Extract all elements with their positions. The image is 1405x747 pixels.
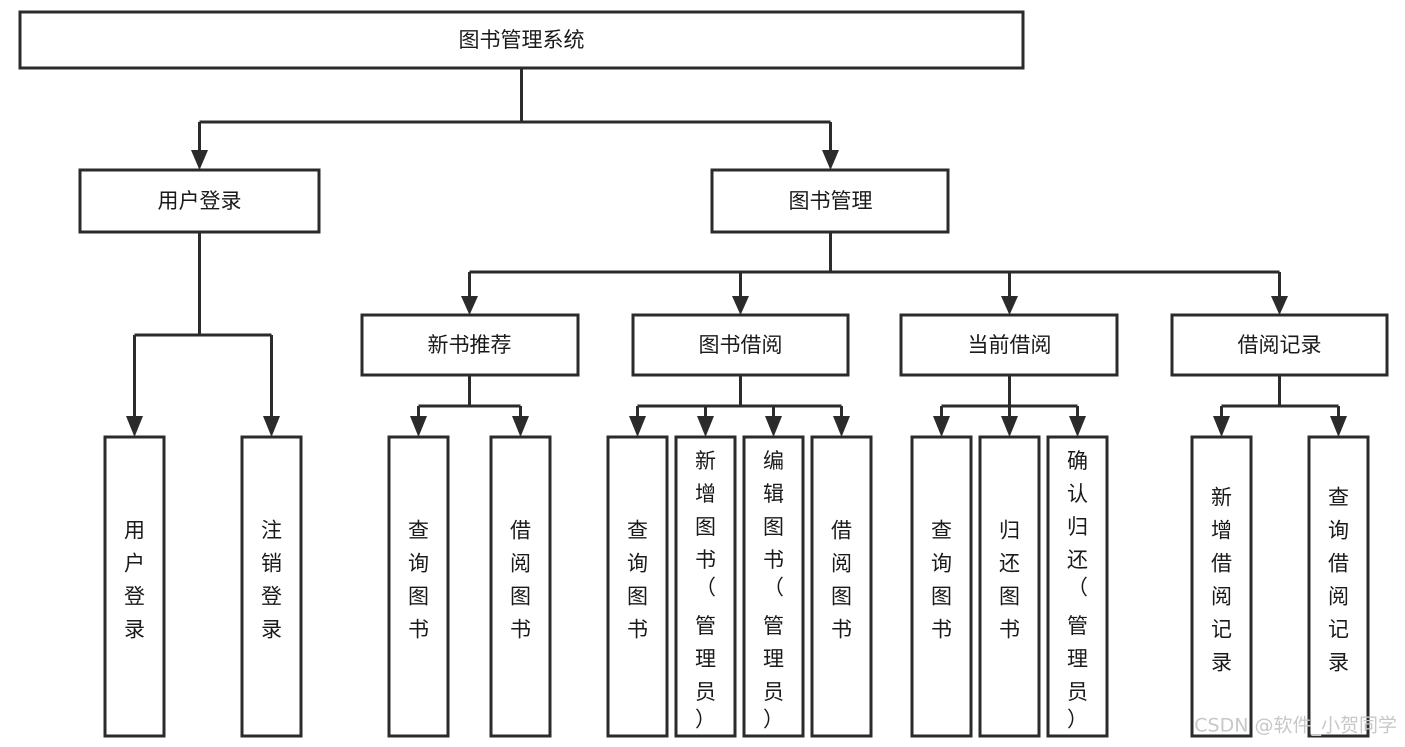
arrowhead-br-leaf-1	[1213, 416, 1230, 437]
node-leaf-query-record-box[interactable]	[1307, 435, 1370, 738]
node-user-login-box[interactable]	[78, 168, 321, 234]
node-leaf-query-book-3-label: 查询图书	[931, 519, 952, 642]
node-leaf-query-record[interactable]: 查询借阅记录	[1307, 435, 1370, 738]
arrowhead-book-manage-child-4	[1271, 296, 1288, 315]
node-leaf-add-book-box[interactable]	[674, 435, 737, 738]
node-leaf-borrow-book-1-box[interactable]	[489, 435, 552, 738]
node-leaf-user-login-box[interactable]	[103, 435, 166, 738]
node-current-borrow-label: 当前借阅	[968, 333, 1052, 357]
node-leaf-user-login[interactable]: 用户登录	[103, 435, 166, 738]
arrowhead-book-manage-child-2	[732, 296, 749, 315]
node-borrow-record[interactable]: 借阅记录	[1170, 313, 1389, 377]
arrowhead-user-login-leaf-2	[263, 416, 280, 437]
node-leaf-edit-book-box[interactable]	[742, 435, 805, 738]
node-book-manage[interactable]: 图书管理	[710, 168, 950, 234]
node-user-login[interactable]: 用户登录	[78, 168, 321, 234]
node-leaf-query-book-3[interactable]: 查询图书	[910, 435, 973, 738]
node-current-borrow[interactable]: 当前借阅	[899, 313, 1119, 377]
node-book-manage-box[interactable]	[710, 168, 950, 234]
node-book-manage-label: 图书管理	[789, 189, 873, 213]
node-leaf-query-book-1[interactable]: 查询图书	[387, 435, 450, 738]
node-new-book-recommend-label: 新书推荐	[428, 333, 512, 357]
node-leaf-confirm-return-box[interactable]	[1046, 435, 1109, 738]
csdn-watermark: CSDN @软件_小贺同学	[1194, 715, 1397, 737]
node-current-borrow-box[interactable]	[899, 313, 1119, 377]
arrowhead-br-leaf-2	[1330, 416, 1347, 437]
node-leaf-return-book-box[interactable]	[978, 435, 1041, 738]
arrowhead-root-to-user-login	[191, 150, 208, 170]
node-leaf-logout[interactable]: 注销登录	[240, 435, 303, 738]
node-leaf-borrow-book-1[interactable]: 借阅图书	[489, 435, 552, 738]
node-borrow-record-box[interactable]	[1170, 313, 1389, 377]
node-user-login-label: 用户登录	[158, 189, 242, 213]
node-root-label: 图书管理系统	[459, 28, 585, 52]
node-leaf-borrow-book-1-label: 借阅图书	[510, 519, 531, 642]
connector-group-borrow-record	[1213, 375, 1347, 437]
arrowhead-user-login-leaf-1	[126, 416, 143, 437]
node-leaf-add-record[interactable]: 新增借阅记录	[1190, 435, 1253, 738]
node-book-borrow-label: 图书借阅	[699, 333, 783, 357]
node-leaf-add-book[interactable]: 新增图书（管理员）	[674, 435, 737, 738]
arrowhead-bb-leaf-2	[697, 416, 714, 437]
arrowhead-bb-leaf-3	[765, 416, 782, 437]
node-leaf-confirm-return[interactable]: 确认归还（管理员）	[1046, 435, 1109, 738]
node-new-book-recommend-box[interactable]	[360, 313, 580, 377]
node-leaf-return-book[interactable]: 归还图书	[978, 435, 1041, 738]
node-leaf-query-book-1-box[interactable]	[387, 435, 450, 738]
node-leaf-edit-book-label: 编辑图书（管理员）	[763, 449, 784, 731]
connector-group-new-book-recommend	[410, 375, 529, 437]
node-leaf-borrow-book-2-box[interactable]	[810, 435, 873, 738]
node-leaf-add-record-label: 新增借阅记录	[1211, 486, 1232, 675]
node-root-box[interactable]	[18, 10, 1025, 70]
node-leaf-query-book-2[interactable]: 查询图书	[606, 435, 669, 738]
node-leaf-borrow-book-2[interactable]: 借阅图书	[810, 435, 873, 738]
node-leaf-query-book-2-label: 查询图书	[627, 519, 648, 642]
arrowhead-cb-leaf-2	[1001, 416, 1018, 437]
node-leaf-add-record-box[interactable]	[1190, 435, 1253, 738]
node-book-borrow[interactable]: 图书借阅	[631, 313, 850, 377]
node-leaf-borrow-book-2-label: 借阅图书	[831, 519, 852, 642]
node-leaf-logout-box[interactable]	[240, 435, 303, 738]
arrowhead-bb-leaf-4	[833, 416, 850, 437]
connector-group-book-borrow	[629, 375, 850, 437]
connector-group-current-borrow	[933, 375, 1086, 437]
arrowhead-cb-leaf-3	[1069, 416, 1086, 437]
node-leaf-query-book-1-label: 查询图书	[408, 519, 429, 642]
arrowhead-root-to-book-manage	[822, 150, 839, 170]
connector-group-root	[191, 68, 839, 170]
connector-group-book-manage	[461, 232, 1288, 315]
node-root[interactable]: 图书管理系统	[18, 10, 1025, 70]
node-leaf-query-book-2-box[interactable]	[606, 435, 669, 738]
node-leaf-query-record-label: 查询借阅记录	[1328, 486, 1349, 675]
node-leaf-user-login-label: 用户登录	[124, 519, 145, 642]
node-new-book-recommend[interactable]: 新书推荐	[360, 313, 580, 377]
node-leaf-query-book-3-box[interactable]	[910, 435, 973, 738]
node-leaf-add-book-label: 新增图书（管理员）	[695, 449, 716, 731]
connector-group-user-login	[126, 232, 280, 437]
node-leaf-edit-book[interactable]: 编辑图书（管理员）	[742, 435, 805, 738]
arrowhead-cb-leaf-1	[933, 416, 950, 437]
node-leaf-return-book-label: 归还图书	[999, 519, 1020, 642]
node-book-borrow-box[interactable]	[631, 313, 850, 377]
arrowhead-bb-leaf-1	[629, 416, 646, 437]
node-leaf-logout-label: 注销登录	[261, 519, 282, 642]
arrowhead-nbr-leaf-2	[512, 416, 529, 437]
arrowhead-book-manage-child-1	[461, 296, 478, 315]
arrowhead-book-manage-child-3	[1001, 296, 1018, 315]
node-leaf-confirm-return-label: 确认归还（管理员）	[1067, 449, 1088, 731]
node-borrow-record-label: 借阅记录	[1238, 333, 1322, 357]
arrowhead-nbr-leaf-1	[410, 416, 427, 437]
